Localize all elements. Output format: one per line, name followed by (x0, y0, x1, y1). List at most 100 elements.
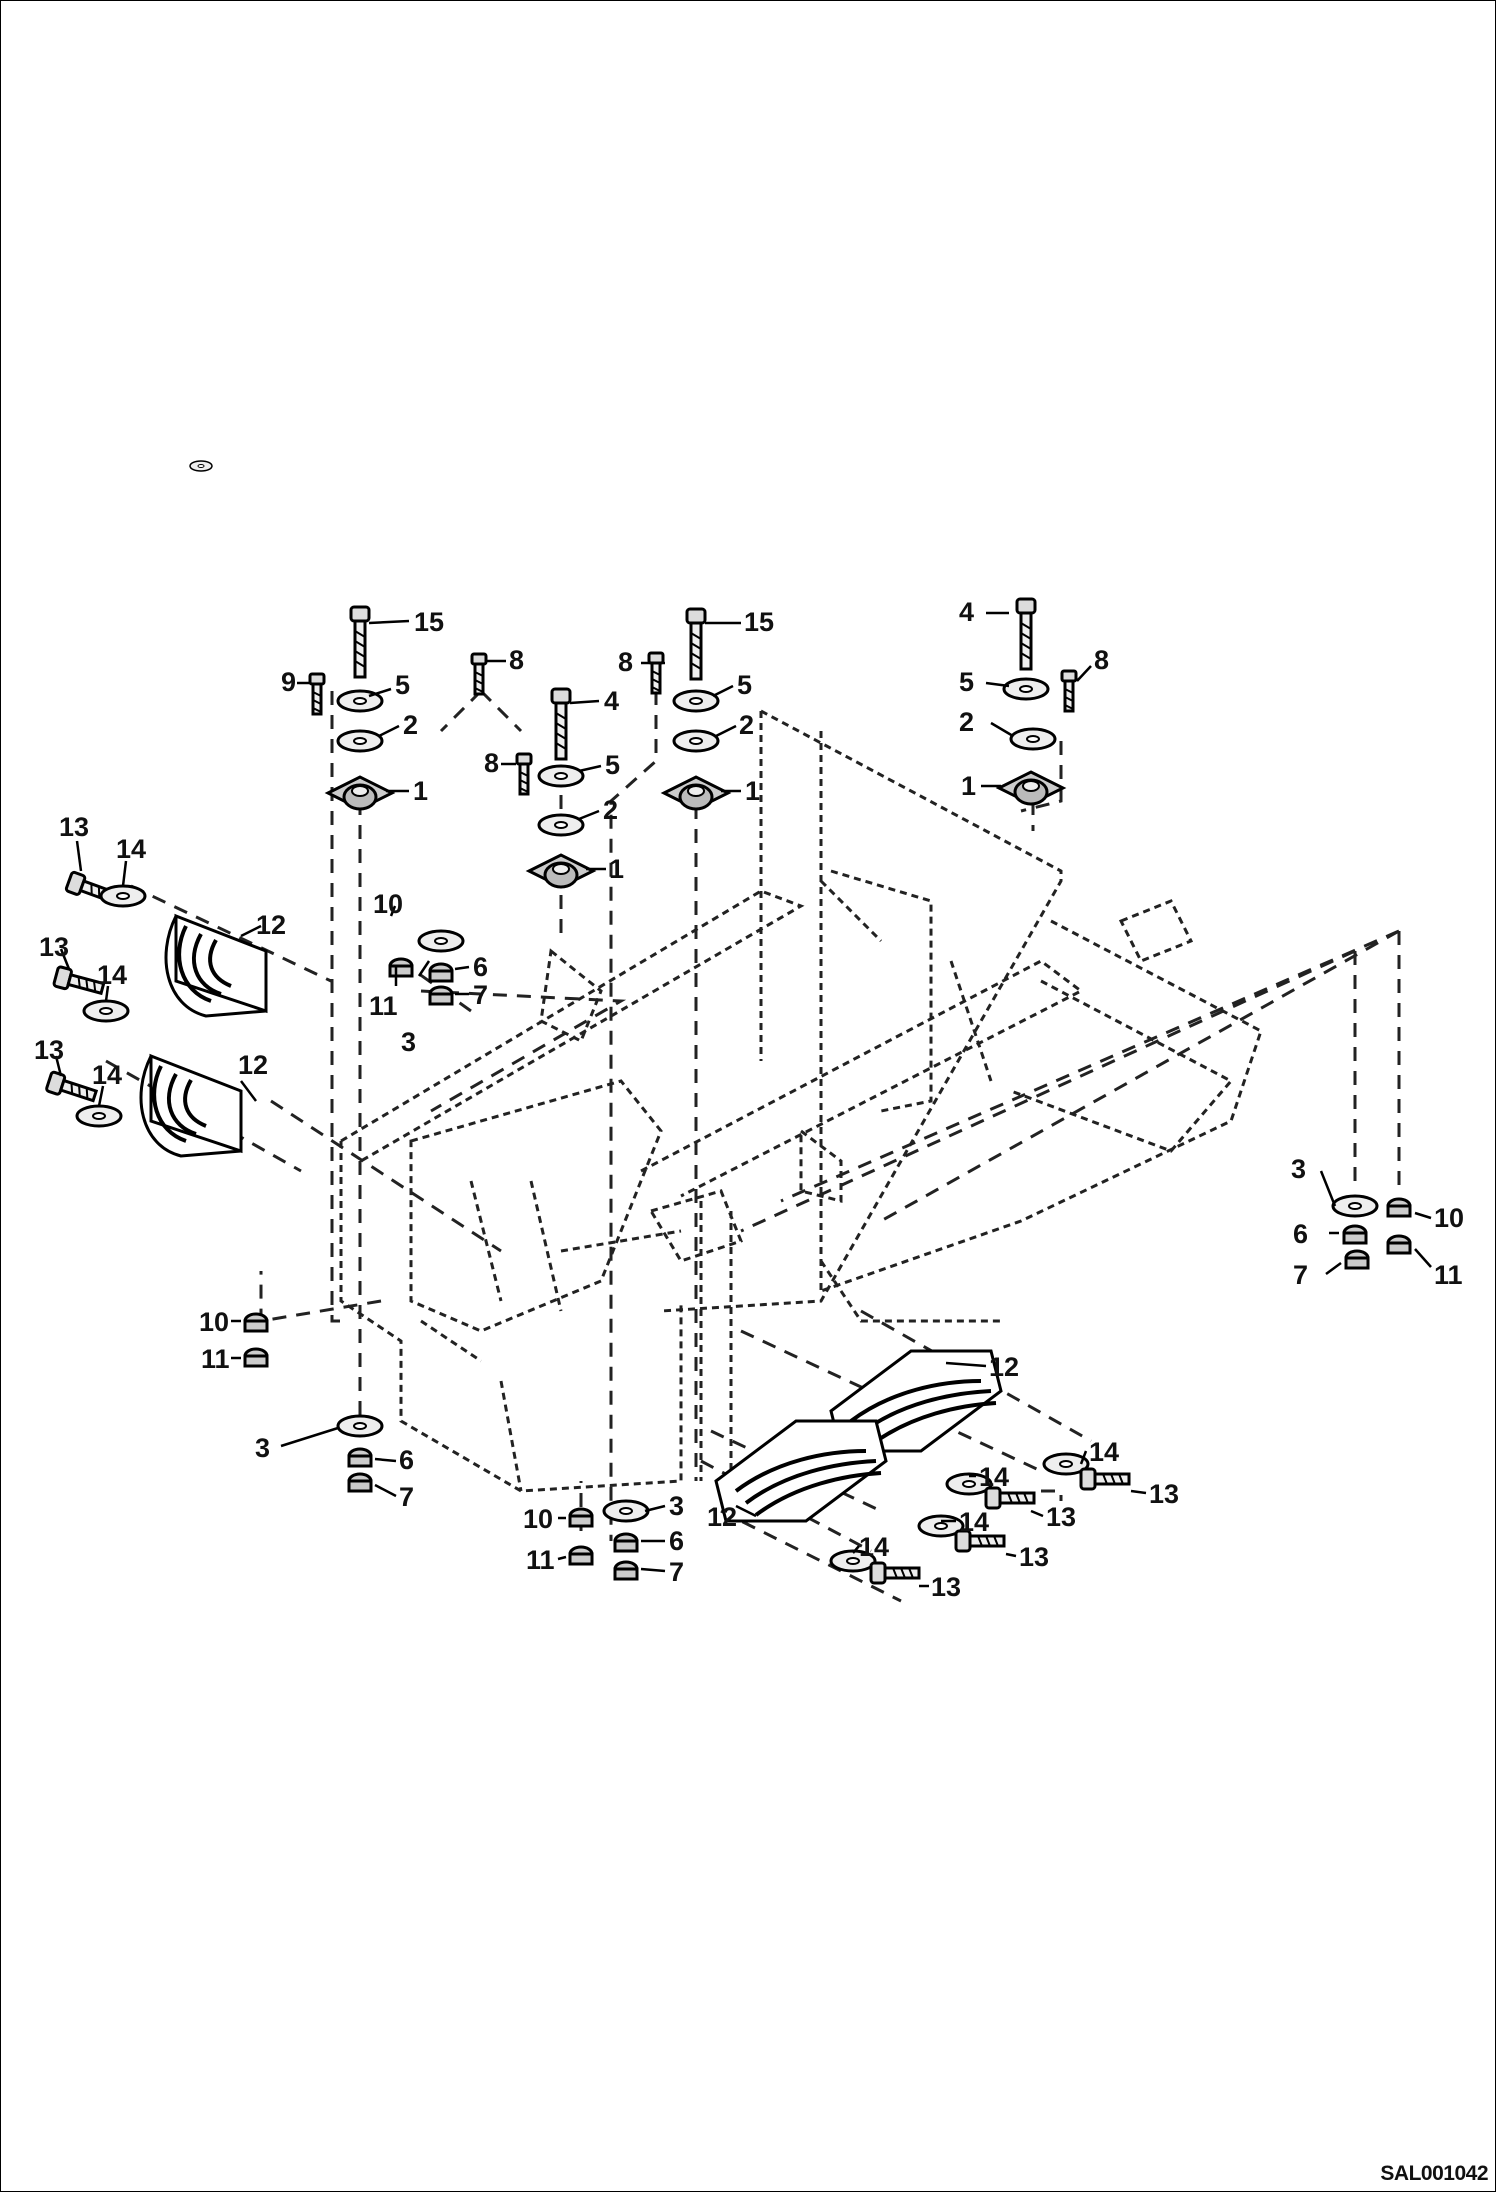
callout-10: 10 (373, 889, 403, 919)
callout-3: 3 (255, 1433, 270, 1463)
washer-2-left (336, 729, 384, 753)
washer-14-c (75, 1104, 123, 1128)
bolt-8-left (470, 652, 488, 696)
washer-2-far (1009, 727, 1057, 751)
washer-3-bottom (602, 1499, 650, 1523)
callout-4: 4 (959, 597, 974, 627)
callout-labels: 15 8 9 5 2 1 4 8 5 2 1 15 8 5 2 1 4 8 5 … (34, 597, 1464, 1602)
callout-14: 14 (959, 1507, 989, 1537)
callout-6: 6 (473, 952, 488, 982)
bolt-4-far (1015, 597, 1037, 671)
step-12-lower-right (714, 1419, 888, 1523)
callout-11: 11 (369, 991, 398, 1021)
callout-3: 3 (669, 1491, 684, 1521)
bolt-9 (308, 672, 326, 716)
bolt-8-right (647, 651, 665, 695)
callout-15: 15 (744, 607, 774, 637)
callout-14: 14 (859, 1532, 889, 1562)
washer-3-left (336, 1414, 384, 1438)
nut-7-left (347, 1472, 373, 1493)
callout-8: 8 (618, 647, 633, 677)
washer-5-center (537, 764, 585, 788)
step-12-lower-left (139, 1054, 243, 1158)
callout-10: 10 (523, 1504, 553, 1534)
callout-5: 5 (959, 667, 974, 697)
bolt-4-center (550, 687, 572, 761)
callout-13: 13 (39, 932, 69, 962)
callout-14: 14 (97, 960, 127, 990)
bolt-13-c (44, 1069, 100, 1107)
callout-5: 5 (737, 670, 752, 700)
nut-10-bottom (568, 1507, 594, 1528)
callout-3: 3 (401, 1027, 416, 1057)
callout-6: 6 (669, 1526, 684, 1556)
callout-2: 2 (739, 710, 754, 740)
callout-1: 1 (961, 771, 976, 801)
washer-2-right (672, 729, 720, 753)
nut-7-right (1344, 1249, 1370, 1270)
bolt-13-g (869, 1561, 921, 1585)
callout-1: 1 (413, 776, 428, 806)
callout-1: 1 (745, 776, 760, 806)
callout-11: 11 (1434, 1260, 1463, 1290)
nut-10-left-upper (189, 460, 213, 472)
machine-frame (339, 709, 1263, 1493)
washer-5-right (672, 689, 720, 713)
callout-13: 13 (1019, 1542, 1049, 1572)
callout-2: 2 (959, 707, 974, 737)
callout-7: 7 (1293, 1260, 1308, 1290)
callout-8: 8 (509, 645, 524, 675)
bolt-8-far (1060, 669, 1078, 713)
callout-2: 2 (603, 795, 618, 825)
bolt-15-left (349, 605, 371, 679)
nut-10-left-lower (243, 1312, 269, 1333)
washer-6-upper (428, 962, 454, 983)
callout-10: 10 (199, 1307, 229, 1337)
callout-7: 7 (399, 1482, 414, 1512)
callout-11: 11 (201, 1344, 230, 1374)
callout-5: 5 (605, 750, 620, 780)
callout-15: 15 (414, 607, 444, 637)
callout-9: 9 (281, 667, 296, 697)
washer-6-bottom (613, 1532, 639, 1553)
washer-6-right (1342, 1224, 1368, 1245)
hardware (44, 460, 1412, 1585)
drawing-reference-code: SAL001042 (1380, 2162, 1488, 2185)
mount-1-left (326, 775, 394, 811)
callout-6: 6 (399, 1445, 414, 1475)
callout-10: 10 (1434, 1203, 1464, 1233)
callout-12: 12 (989, 1352, 1019, 1382)
washer-6-left (347, 1447, 373, 1468)
callout-3: 3 (1291, 1154, 1306, 1184)
callout-14: 14 (979, 1462, 1009, 1492)
nut-10-right (1386, 1197, 1412, 1218)
washer-14-a (99, 884, 147, 908)
callout-1: 1 (609, 854, 624, 884)
callout-11: 11 (526, 1545, 555, 1575)
mount-1-center (527, 853, 595, 889)
callout-7: 7 (669, 1557, 684, 1587)
bolt-8-center (515, 752, 533, 796)
callout-7: 7 (473, 980, 488, 1010)
callout-12: 12 (707, 1502, 737, 1532)
bolt-13-d (1079, 1467, 1131, 1491)
callout-12: 12 (238, 1050, 268, 1080)
nut-11-bottom (568, 1545, 594, 1566)
callout-leaders (54, 611, 1432, 1588)
callout-8: 8 (484, 748, 499, 778)
callout-14: 14 (116, 834, 146, 864)
washer-14-b (82, 999, 130, 1023)
callout-13: 13 (1046, 1502, 1076, 1532)
callout-14: 14 (92, 1060, 122, 1090)
callout-14: 14 (1089, 1437, 1119, 1467)
washer-5-far (1002, 677, 1050, 701)
callout-13: 13 (931, 1572, 961, 1602)
callout-6: 6 (1293, 1219, 1308, 1249)
washer-3-right (1331, 1194, 1379, 1218)
nut-11-right (1386, 1234, 1412, 1255)
callout-2: 2 (403, 710, 418, 740)
callout-12: 12 (256, 910, 286, 940)
nut-7-upper (428, 985, 454, 1006)
